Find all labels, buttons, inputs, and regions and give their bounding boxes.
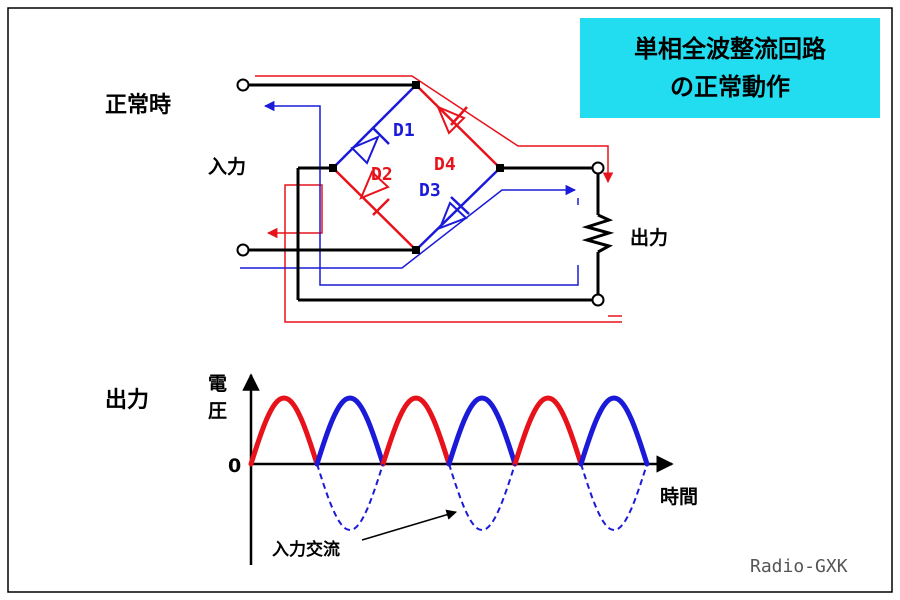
title-line-1: 単相全波整流回路 [634,35,827,63]
label-zero: 0 [228,455,241,477]
blue-current-path [240,100,579,286]
bridge-arm-d1 [332,84,417,169]
title-line-2: の正常動作 [670,73,790,101]
half-cycle-4 [446,395,518,467]
label-normal: 正常時 [105,92,171,118]
negative-half-3 [580,463,648,532]
junction-dots [329,81,504,254]
terminals [236,78,605,307]
half-cycle-6 [578,395,650,467]
half-cycle-1 [248,395,320,467]
label-y-axis-1: 電 [208,373,227,395]
bridge-arm-d2 [332,167,417,251]
label-d2: D2 [371,164,393,185]
label-x-axis: 時間 [660,486,698,508]
half-cycle-5 [512,395,584,467]
label-input: 入力 [208,155,246,178]
bridge-arm-d4 [415,84,501,169]
half-cycle-3 [380,395,452,467]
credit-text: Radio-GXK [750,556,848,577]
label-y-axis-2: 圧 [208,400,227,422]
label-output: 出力 [630,226,668,249]
label-d3: D3 [419,180,441,201]
negative-half-1 [316,463,384,532]
half-cycle-2 [314,395,386,467]
circuit-wires [247,83,600,302]
label-d4: D4 [434,154,456,175]
input-ac-pointer [361,509,458,541]
bridge-arm-d3 [415,167,501,251]
load-resistor [581,213,615,254]
label-graph-output: 出力 [105,388,149,413]
red-current-path [255,75,622,323]
label-d1: D1 [393,120,415,141]
label-input-ac: 入力交流 [272,539,340,560]
outer-border [7,7,893,593]
negative-half-2 [448,463,516,532]
rectified-waveform [248,395,650,467]
title-box [580,18,880,118]
input-ac-dashed-waveform [316,463,648,532]
